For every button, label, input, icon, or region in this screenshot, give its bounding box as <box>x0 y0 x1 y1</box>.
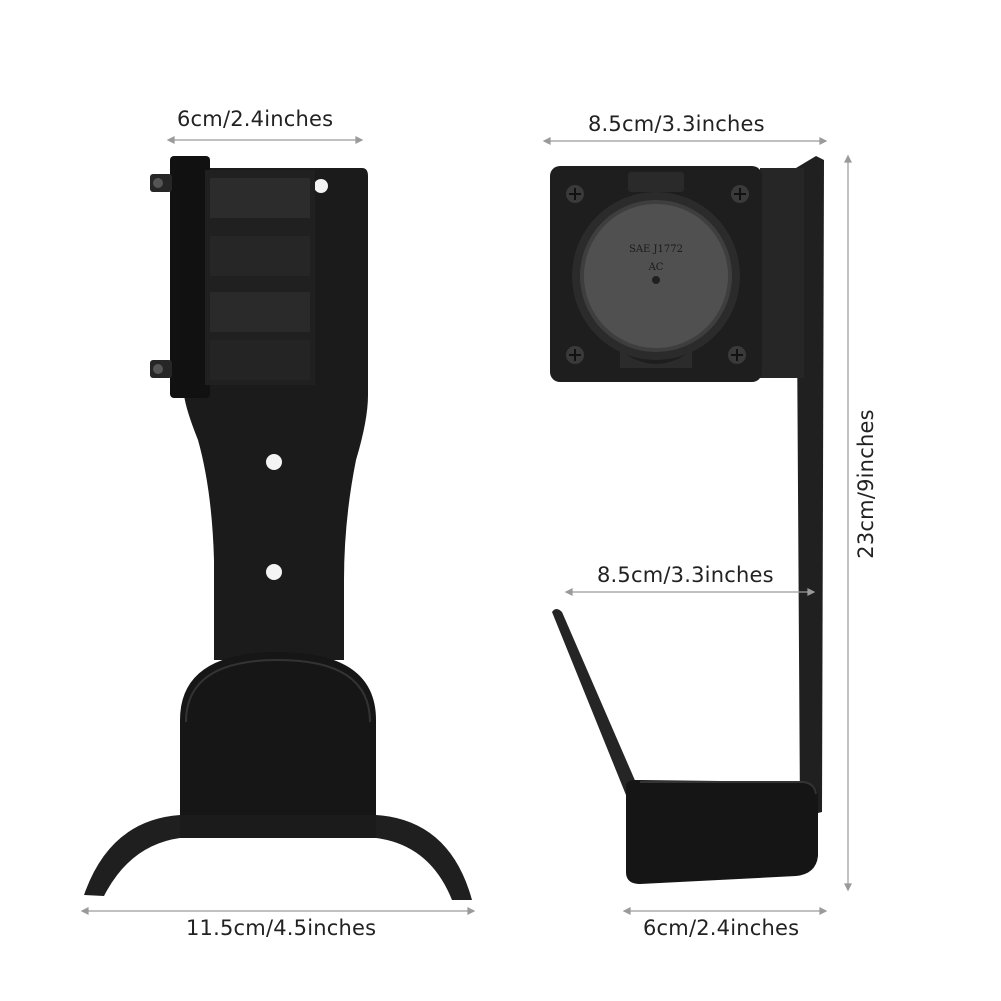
holster-front <box>180 652 376 825</box>
dimension-label-right-hook: 8.5cm/3.3inches <box>597 563 774 587</box>
hook-front-lip <box>552 609 640 800</box>
hook-bottom <box>626 780 818 884</box>
dimension-label-right-height: 23cm/9inches <box>854 409 878 559</box>
screw-icon <box>728 346 746 364</box>
mount-hole <box>266 454 282 470</box>
screw-icon <box>731 185 749 203</box>
dimension-label-left-top: 6cm/2.4inches <box>177 107 334 131</box>
mount-hole <box>266 564 282 580</box>
socket-side-block <box>170 156 315 398</box>
socket-marking-2: AC <box>648 262 664 273</box>
dimension-label-right-top: 8.5cm/3.3inches <box>588 112 765 136</box>
socket-marking-1: SAE J1772 <box>629 244 683 255</box>
screw-icon <box>566 346 584 364</box>
dimension-label-left-bottom: 11.5cm/4.5inches <box>186 916 377 940</box>
bolt <box>150 360 172 378</box>
bolt <box>150 174 172 192</box>
screw-icon <box>566 185 584 203</box>
left-bracket <box>84 156 472 900</box>
dimension-label-right-bottom: 6cm/2.4inches <box>643 916 800 940</box>
right-bracket: SAE J1772 AC <box>550 156 824 884</box>
mount-hole <box>314 179 328 193</box>
holster-base <box>84 815 180 896</box>
dimension-lines <box>80 136 852 915</box>
